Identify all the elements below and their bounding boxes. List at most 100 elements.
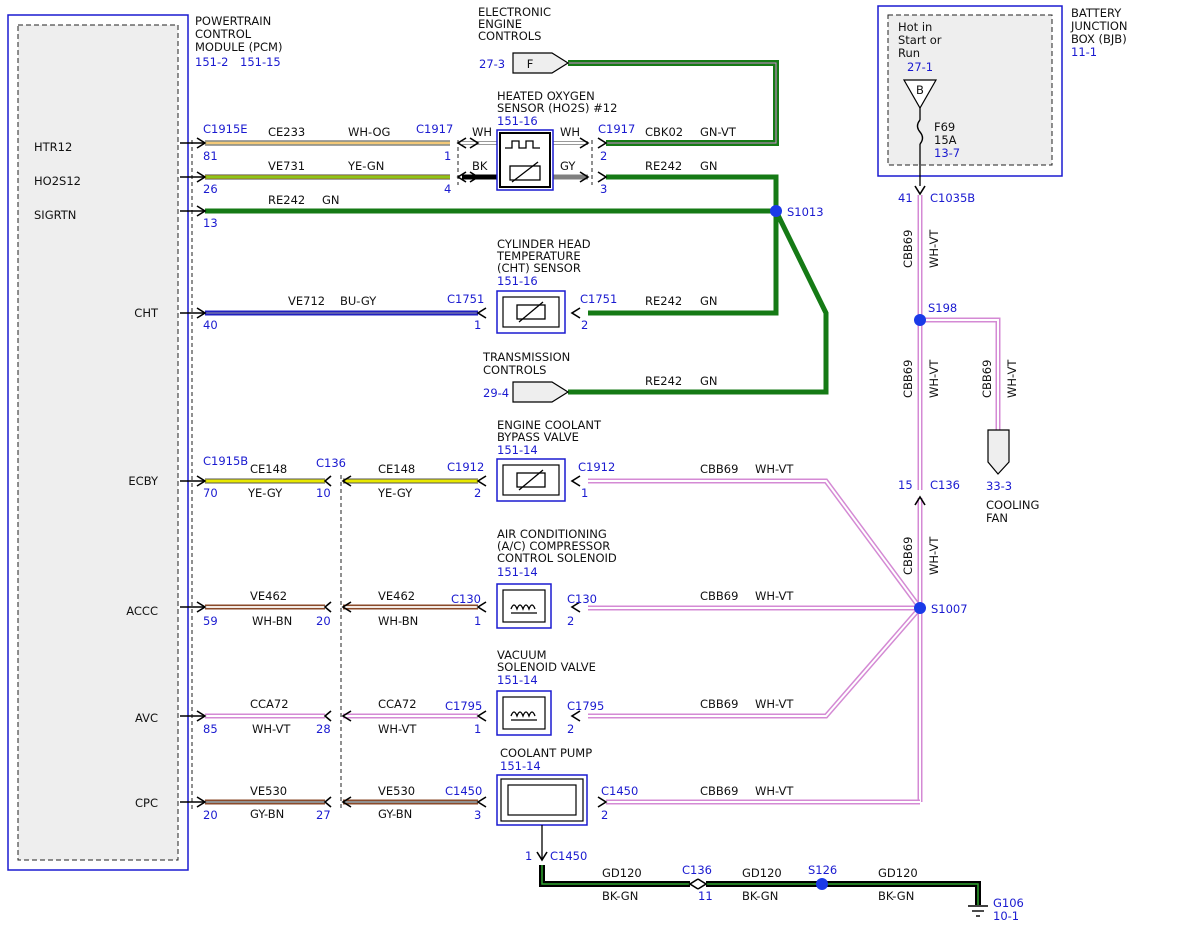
conn-c1450-left: C1450 <box>445 784 482 798</box>
coil-icon <box>510 711 536 718</box>
pin-vsv-2: 2 <box>567 722 574 736</box>
wire-cbb69-v2-color: WH-VT <box>927 359 941 398</box>
pcm-ref-2: 151-15 <box>240 55 281 69</box>
pin-c136-28: 28 <box>316 722 331 736</box>
eec-reference[interactable]: F <box>512 52 570 74</box>
connector-arrows <box>180 137 926 890</box>
coolant-pump[interactable] <box>496 774 588 860</box>
cht-title-1: CYLINDER HEAD <box>497 237 591 251</box>
conn-c1795-left: C1795 <box>445 699 482 713</box>
conn-c1751-left: C1751 <box>447 292 484 306</box>
wire-re242-cht-circuit: RE242 <box>645 294 682 308</box>
wire-ce233-color: WH-OG <box>348 125 390 139</box>
wire-re242-cht[interactable] <box>588 211 779 316</box>
cht-title-2: TEMPERATURE <box>496 249 581 263</box>
heater-element-icon <box>505 140 540 149</box>
wire-cbb69-harness[interactable] <box>588 195 1001 805</box>
trans-title-1: TRANSMISSION <box>482 350 570 364</box>
bjb-title-1: BATTERY <box>1071 6 1122 20</box>
wire-gd120-color-1: BK-GN <box>602 889 638 903</box>
cht-title-3: (CHT) SENSOR <box>497 261 581 275</box>
cooling-fan-reference[interactable] <box>987 429 1010 475</box>
vacuum-solenoid[interactable] <box>496 690 552 736</box>
pin-c1917-2: 2 <box>600 149 607 163</box>
ho2s-title-2: SENSOR (HO2S) #12 <box>497 101 617 115</box>
ho2s-title-1: HEATED OXYGEN <box>497 89 595 103</box>
conn-c1917-right: C1917 <box>598 122 635 136</box>
ho2s-ref: 151-16 <box>497 114 538 128</box>
wire-ho2s-wh-left-label: WH <box>472 125 492 139</box>
splice-s126[interactable] <box>816 878 828 890</box>
pin-pump-2: 2 <box>601 808 608 822</box>
splice-s1013[interactable] <box>770 205 782 217</box>
fan-title-1: COOLING <box>986 498 1039 512</box>
pin-pump-1: 1 <box>525 849 532 863</box>
eec-ref: 27-3 <box>479 57 505 71</box>
coil-icon <box>510 604 536 611</box>
acc-solenoid[interactable] <box>496 583 552 629</box>
pin-c136-10: 10 <box>316 486 331 500</box>
pcm-module[interactable]: POWERTRAIN CONTROL MODULE (PCM) 151-2 15… <box>7 14 282 871</box>
wire-cbb69-acc-circuit: CBB69 <box>700 589 738 603</box>
bjb-ref: 11-1 <box>1071 45 1097 59</box>
pcm-pin-sigrtn: SIGRTN <box>34 208 76 222</box>
wire-ve462-circuit-2: VE462 <box>378 589 415 603</box>
wire-cbb69-v1-color: WH-VT <box>927 229 941 268</box>
splice-s198[interactable] <box>914 314 926 326</box>
fuse-icon <box>916 119 924 145</box>
wire-cbb69-acc-color: WH-VT <box>755 589 794 603</box>
wire-re242-trans-circuit: RE242 <box>645 374 682 388</box>
vsv-ref: 151-14 <box>497 673 538 687</box>
pin-c136-27: 27 <box>316 808 331 822</box>
wire-re242-ho2s[interactable] <box>606 174 779 211</box>
pin-ground-11: 11 <box>698 889 713 903</box>
wire-re242-ho2s-circuit: RE242 <box>645 159 682 173</box>
wire-ho2s-bk-label: BK <box>472 159 488 173</box>
pin-cht-2: 2 <box>581 318 588 332</box>
wire-cca72-circuit-2: CCA72 <box>378 697 417 711</box>
wire-cbb69-fan-circuit: CBB69 <box>980 360 994 398</box>
wire-cbb69-pump-circuit: CBB69 <box>700 784 738 798</box>
wire-gd120-circuit-1: GD120 <box>602 866 642 880</box>
acc-title-1: AIR CONDITIONING <box>497 527 607 541</box>
splice-s1007[interactable] <box>914 602 926 614</box>
conn-c1751-right: C1751 <box>580 292 617 306</box>
cht-sensor[interactable] <box>496 290 566 334</box>
wire-cbb69-ecbv-color: WH-VT <box>755 462 794 476</box>
wire-ho2s-gy-label: GY <box>560 159 576 173</box>
wire-ho2s-wh-right-label: WH <box>560 125 580 139</box>
wire-re242-cht-color: GN <box>700 294 718 308</box>
wire-re242-sigrtn-circuit: RE242 <box>268 193 305 207</box>
bjb-hot-ref: 27-1 <box>907 60 933 74</box>
sensor-element-icon <box>509 165 541 181</box>
bjb-title-2: JUNCTION <box>1070 19 1128 33</box>
fan-ref: 33-3 <box>986 479 1012 493</box>
wire-cbb69-vsv-color: WH-VT <box>755 697 794 711</box>
pump-motor-icon <box>507 784 577 816</box>
wire-re242-trans[interactable] <box>568 209 829 395</box>
conn-c136: C136 <box>316 456 346 470</box>
splice-s1007-label: S1007 <box>931 602 968 616</box>
conn-c1915b: C1915B <box>203 454 248 468</box>
wire-ce233-circuit: CE233 <box>268 125 305 139</box>
wire-ce148-circuit-1: CE148 <box>250 462 287 476</box>
wire-cca72-color-2: WH-VT <box>378 722 417 736</box>
wire-cbk02[interactable] <box>568 60 779 146</box>
thermistor-icon <box>516 304 546 320</box>
bjb-module[interactable]: B <box>877 5 1063 186</box>
pin-c1917-4: 4 <box>444 182 451 196</box>
pin-85: 85 <box>203 722 218 736</box>
pcm-title-1: POWERTRAIN <box>195 14 271 28</box>
trans-reference[interactable] <box>512 381 570 403</box>
pcm-pin-cpc: CPC <box>135 796 158 810</box>
ground-symbol-icon[interactable] <box>968 905 988 917</box>
wire-ve731-circuit: VE731 <box>268 159 305 173</box>
ecbv-valve[interactable] <box>496 458 566 502</box>
wire-cbb69-vsv-circuit: CBB69 <box>700 697 738 711</box>
pcm-outline <box>7 14 189 871</box>
bjb-title-3: BOX (BJB) <box>1071 32 1127 46</box>
ho2s-sensor[interactable] <box>496 129 554 191</box>
wire-gd120[interactable] <box>539 865 981 905</box>
ecbv-title-2: BYPASS VALVE <box>497 430 579 444</box>
